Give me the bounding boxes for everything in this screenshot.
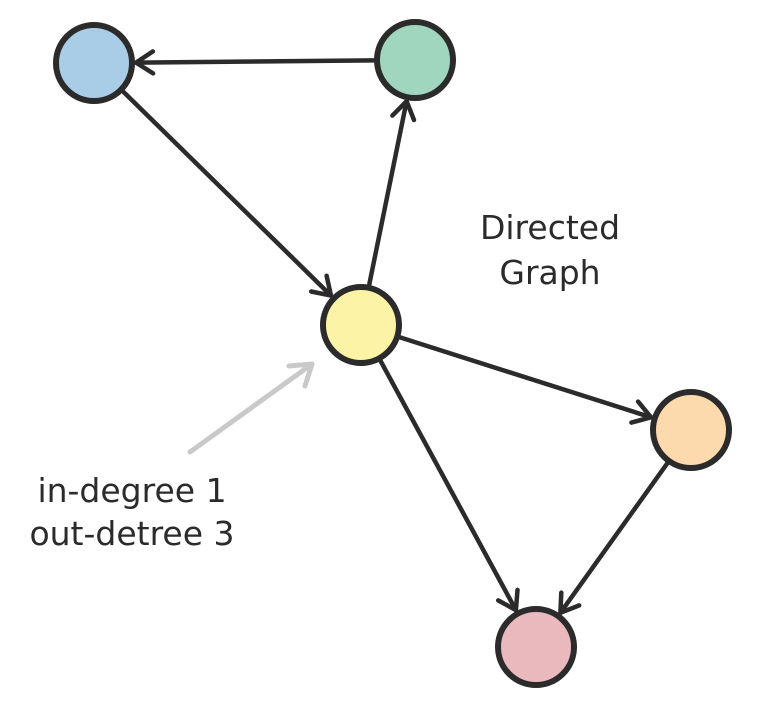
edge-orange-to-pink <box>560 463 667 612</box>
edge-line <box>136 60 374 62</box>
edge-line <box>400 337 651 417</box>
edge-line <box>123 92 331 296</box>
edge-line <box>369 101 406 285</box>
node-pink <box>498 609 574 685</box>
edge-blue-to-yellow <box>123 92 331 296</box>
annotation-line-1: in-degree 1 <box>37 471 226 510</box>
annotation-line-2: out-detree 3 <box>29 514 234 553</box>
edge-yellow-to-green <box>369 101 414 285</box>
annotation-arrow <box>190 364 312 452</box>
edge-line <box>560 463 667 612</box>
node-blue <box>56 25 132 101</box>
nodes-layer <box>56 22 729 685</box>
graph-title-line-2: Graph <box>499 253 600 292</box>
node-yellow <box>323 287 399 363</box>
edge-yellow-to-orange <box>400 337 651 422</box>
edge-green-to-blue <box>136 51 374 73</box>
edge-line <box>381 361 516 610</box>
edge-yellow-to-pink <box>381 361 518 610</box>
graph-title-line-1: Directed <box>480 208 620 247</box>
node-green <box>377 22 453 98</box>
node-orange <box>653 392 729 468</box>
